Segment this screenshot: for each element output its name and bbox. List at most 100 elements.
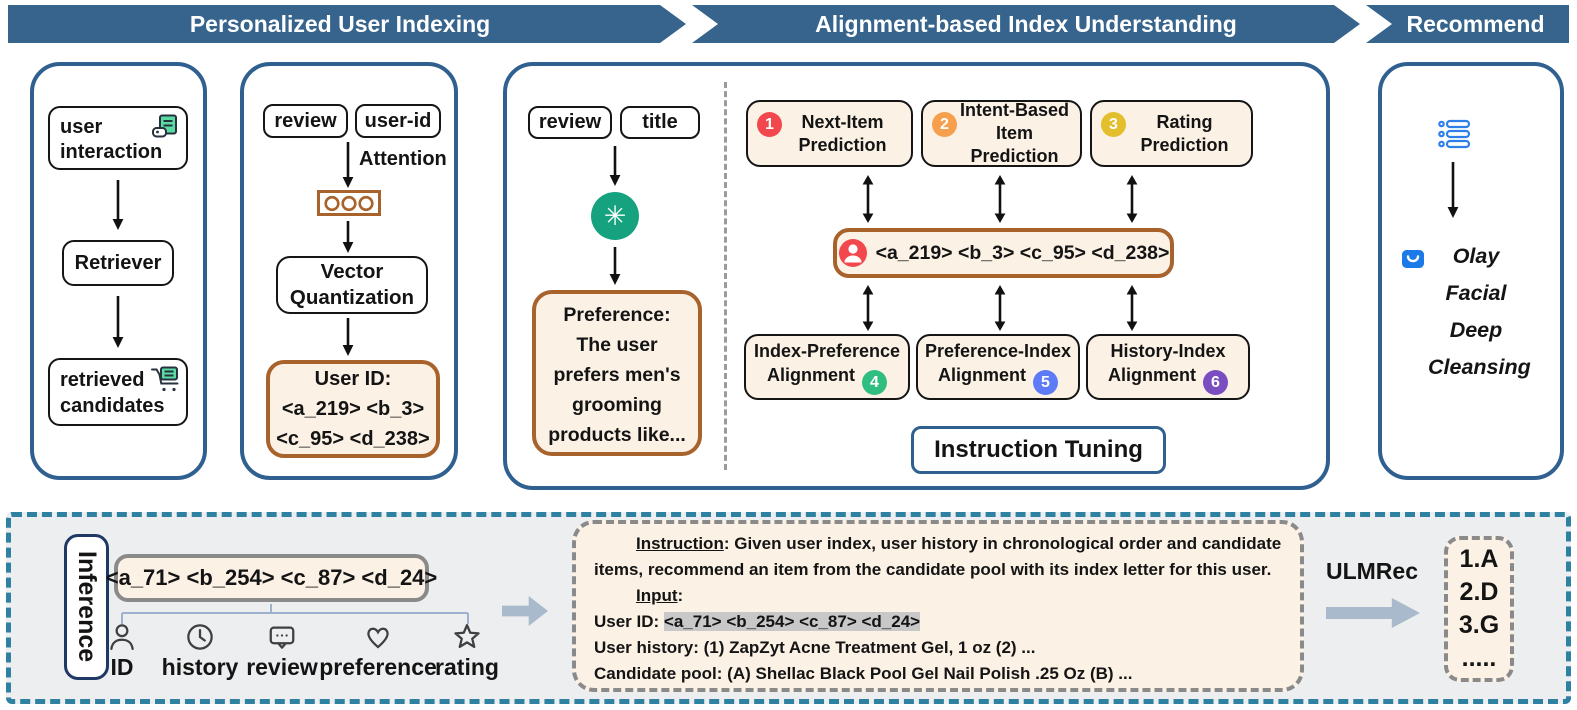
aspect-history: history: [158, 622, 242, 681]
inference-index-tokens-box: <a_71> <b_254> <c_87> <d_24>: [106, 554, 437, 602]
title-chip: title: [620, 106, 700, 139]
cart-icon: [151, 366, 179, 392]
shopping-bag-icon: [1402, 250, 1424, 268]
user-index-tokens-box: <a_219> <b_3> <c_95> <d_238>: [833, 228, 1174, 278]
aspect-review: review: [246, 622, 318, 681]
aspect-history-label: history: [161, 654, 239, 680]
output-line: 2.D: [1459, 578, 1499, 606]
input-colon: :: [677, 586, 684, 605]
aspect-id-label: ID: [110, 654, 134, 680]
task3-label: Rating Prediction: [1140, 111, 1229, 155]
task2-badge: 2: [932, 112, 957, 137]
aspect-preference-label: preference: [319, 654, 437, 680]
task4-label-line2: Alignment: [766, 364, 855, 385]
recommended-product: Olay Facial Deep Cleansing: [1428, 238, 1531, 386]
down-arrow: [1447, 162, 1459, 218]
user-avatar-icon: [838, 239, 867, 267]
prompt-user-history: User history: (1) ZapZyt Acne Treatment …: [594, 638, 1036, 657]
down-arrow: [342, 318, 354, 356]
instruction-tuning-label: Instruction Tuning: [934, 436, 1143, 463]
user-id-tokens-line2: <c_95> <d_238>: [276, 428, 430, 450]
review-chip: review: [263, 104, 348, 138]
user-id-tokens-line1: <a_219> <b_3>: [281, 398, 425, 420]
preference-body: The user prefers men's grooming products…: [548, 334, 686, 446]
task6-label-line2: Alignment: [1108, 364, 1196, 385]
task5-label-line1: Preference-Index: [924, 340, 1072, 361]
review-chip-2-label: review: [538, 111, 602, 133]
product-line: Deep: [1449, 318, 1503, 342]
vector-quantization-box: Vector Quantization: [276, 256, 428, 314]
panel-divider: [724, 82, 727, 470]
user-id-chip-label: user-id: [364, 109, 432, 132]
inference-index-tokens: <a_71> <b_254> <c_87> <d_24>: [105, 565, 438, 590]
task3-badge: 3: [1101, 112, 1126, 137]
user-id-highlighted-tokens: <a_71> <b_254> <c_87> <d_24>: [663, 612, 921, 631]
banner-section-understanding: Alignment-based Index Understanding: [692, 5, 1360, 43]
inference-section-label: Inference: [64, 534, 109, 680]
user-index-tokens: <a_219> <b_3> <c_95> <d_238>: [875, 241, 1170, 264]
user-id-prefix: User ID:: [594, 612, 664, 631]
output-line: 3.G: [1458, 611, 1500, 639]
aspect-rating: rating: [428, 622, 506, 681]
task5-label-line2: Alignment: [937, 364, 1026, 385]
banner-label: Alignment-based Index Understanding: [815, 10, 1237, 37]
prompt-candidate-pool: Candidate pool: (A) Shellac Black Pool G…: [594, 664, 1133, 683]
product-line: Cleansing: [1428, 355, 1531, 379]
task-intent-based: 2 Intent-Based Item Prediction: [921, 100, 1082, 167]
inference-label-text: Inference: [73, 551, 101, 663]
double-arrow: [994, 175, 1006, 223]
receipt-icon: [152, 114, 177, 138]
prompt-input: Input:: [594, 583, 1282, 609]
review-chip-label: review: [274, 109, 337, 132]
task-next-item: 1 Next-Item Prediction: [746, 100, 913, 167]
task4-badge: 4: [861, 370, 887, 396]
retriever-label: Retriever: [74, 251, 162, 274]
product-line: Facial: [1445, 281, 1507, 305]
clock-icon: [187, 624, 213, 650]
task5-badge: 5: [1032, 370, 1058, 396]
banner-section-recommend: Recommend: [1366, 5, 1569, 43]
ranked-list-icon: [1438, 119, 1471, 149]
down-arrow: [609, 146, 621, 186]
vector-quantization-label: Vector Quantization: [289, 260, 415, 309]
banner-section-indexing: Personalized User Indexing: [8, 5, 686, 43]
double-arrow: [1126, 175, 1138, 223]
panel-recommend: [1378, 62, 1564, 480]
task1-label: Next-Item Prediction: [798, 111, 887, 155]
user-interaction-label: user interaction: [60, 116, 163, 163]
aspect-review-label: review: [246, 654, 318, 680]
aspect-rating-label: rating: [435, 654, 499, 680]
aspect-id: ID: [98, 622, 146, 681]
model-name-label: ULMRec: [1325, 558, 1418, 584]
down-arrow: [112, 180, 124, 230]
task-rating: 3 Rating Prediction: [1090, 100, 1253, 167]
double-arrow: [862, 175, 874, 223]
brace-connector: [121, 604, 469, 624]
user-id-chip: user-id: [355, 104, 441, 138]
task6-badge: 6: [1203, 370, 1228, 396]
instruction-tuning-box: Instruction Tuning: [911, 426, 1166, 474]
title-chip-label: title: [642, 111, 678, 133]
double-arrow: [862, 285, 874, 331]
task-index-preference: Index-Preference Alignment 4: [744, 334, 910, 400]
user-id-title: User ID:: [314, 368, 392, 390]
input-label: Input: [636, 586, 678, 605]
down-arrow: [342, 142, 354, 188]
task4-label-line1: Index-Preference: [753, 340, 901, 361]
instruction-text: : Given user index, user history in chro…: [594, 534, 1282, 579]
prompt-user-id: User ID: <a_71> <b_254> <c_87> <d_24>: [594, 609, 1282, 635]
double-arrow: [1126, 285, 1138, 331]
task6-label-line1: History-Index: [1110, 340, 1226, 361]
output-line: .....: [1461, 644, 1497, 672]
down-arrow: [342, 221, 354, 253]
retriever-box: Retriever: [62, 240, 174, 286]
attention-codes-box: [317, 190, 381, 216]
task1-badge: 1: [757, 112, 782, 137]
heart-icon: [367, 627, 389, 649]
down-arrow: [609, 247, 621, 285]
instruction-label: Instruction: [636, 534, 724, 553]
task-history-index: History-Index Alignment 6: [1086, 334, 1250, 400]
user-interaction-box: user interaction: [48, 106, 188, 170]
person-icon: [110, 624, 134, 650]
